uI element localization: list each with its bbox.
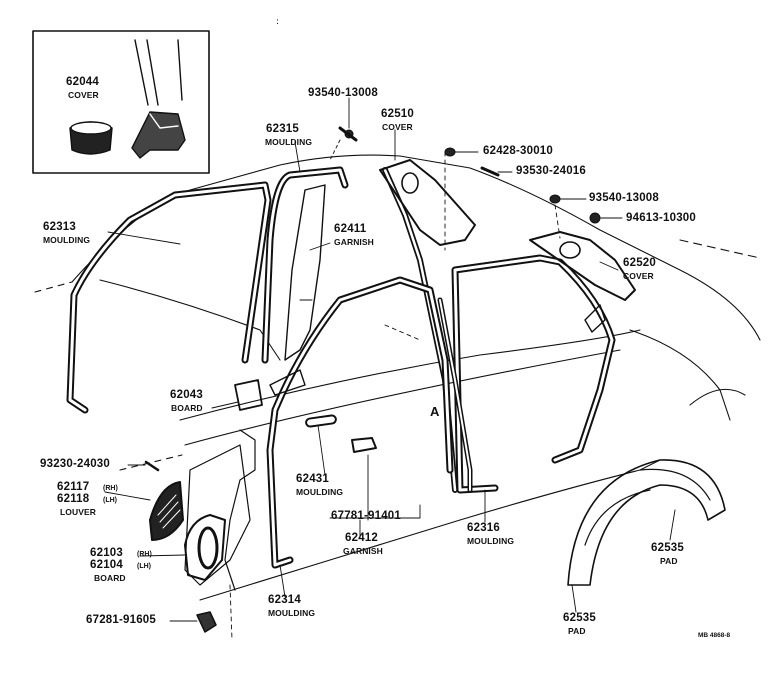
part-62104-number: 62104 xyxy=(90,559,123,571)
clip-62428 xyxy=(444,147,456,157)
cover-62510 xyxy=(379,159,476,246)
part-62412-number: 62412 xyxy=(345,532,378,544)
pad-62535 xyxy=(567,459,726,586)
part-67781-number: 67781-91401 xyxy=(331,510,401,522)
part-62315-number: 62315 xyxy=(266,123,299,135)
label-A: A xyxy=(430,404,440,419)
part-67281-number: 67281-91605 xyxy=(86,614,156,626)
diagram-reference: MB 4868-8 xyxy=(698,632,731,639)
part-62103-side: (RH) xyxy=(137,551,152,558)
garnish-62412 xyxy=(351,437,377,453)
part-62431-number: 62431 xyxy=(296,473,329,485)
screw-93230 xyxy=(144,460,160,472)
part-62104-side: (LH) xyxy=(137,563,151,570)
part-93530-number: 93530-24016 xyxy=(516,165,586,177)
inset-box xyxy=(32,30,210,174)
louver-62117-62118 xyxy=(149,481,184,541)
part-62314-name: MOULDING xyxy=(268,608,316,618)
part-62431-name: MOULDING xyxy=(296,487,344,497)
board-62103-62104 xyxy=(184,514,226,581)
clip-93540-b xyxy=(549,194,561,204)
cover-62520 xyxy=(529,231,636,301)
part-62411-name: GARNISH xyxy=(334,237,374,247)
part-62117-number: 62117 xyxy=(57,481,90,493)
part-62044-name: COVER xyxy=(68,90,99,100)
moulding-62431 xyxy=(305,414,337,428)
part-62535a-number: 62535 xyxy=(651,542,684,554)
part-62535a-name: PAD xyxy=(660,556,678,566)
leader-lines xyxy=(104,97,676,641)
moulding-62313 xyxy=(66,181,272,414)
part-62428-number: 62428-30010 xyxy=(483,145,553,157)
front-door-panel xyxy=(224,429,256,591)
part-93230-number: 93230-24030 xyxy=(40,458,110,470)
part-62117-side: (RH) xyxy=(103,485,118,492)
part-62315-name: MOULDING xyxy=(265,137,313,147)
part-93540b-number: 93540-13008 xyxy=(589,192,659,204)
part-62314-number: 62314 xyxy=(268,594,301,606)
part-62510-number: 62510 xyxy=(381,108,414,120)
part-62044-number: 62044 xyxy=(66,76,99,88)
nut-94613 xyxy=(589,212,601,224)
part-62520-number: 62520 xyxy=(623,257,656,269)
part-62510-name: COVER xyxy=(382,122,413,132)
part-94613-number: 94613-10300 xyxy=(626,212,696,224)
part-62535b-name: PAD xyxy=(568,626,586,636)
part-62316-name: MOULDING xyxy=(467,536,515,546)
part-62535b-number: 62535 xyxy=(563,612,596,624)
part-62520-name: COVER xyxy=(623,271,654,281)
clip-67281 xyxy=(196,611,217,633)
screw-93530 xyxy=(480,166,500,177)
part-62118-side: (LH) xyxy=(103,497,117,504)
garnish-62411 xyxy=(284,184,326,361)
board-62043 xyxy=(234,379,263,411)
part-93540a-number: 93540-13008 xyxy=(308,87,378,99)
part-62043-name: BOARD xyxy=(171,403,203,413)
part-62043-number: 62043 xyxy=(170,389,203,401)
part-62412-name: GARNISH xyxy=(343,546,383,556)
part-62313-number: 62313 xyxy=(43,221,76,233)
part-62103-number: 62103 xyxy=(90,547,123,559)
part-62118-name: LOUVER xyxy=(60,507,97,517)
part-62118-number: 62118 xyxy=(57,493,90,505)
cover-62044-illustration xyxy=(69,39,186,159)
scan-dot: : xyxy=(276,17,279,27)
part-62316-number: 62316 xyxy=(467,522,500,534)
part-62411-number: 62411 xyxy=(334,223,367,235)
part-62104-name: BOARD xyxy=(94,573,126,583)
part-62313-name: MOULDING xyxy=(43,235,91,245)
